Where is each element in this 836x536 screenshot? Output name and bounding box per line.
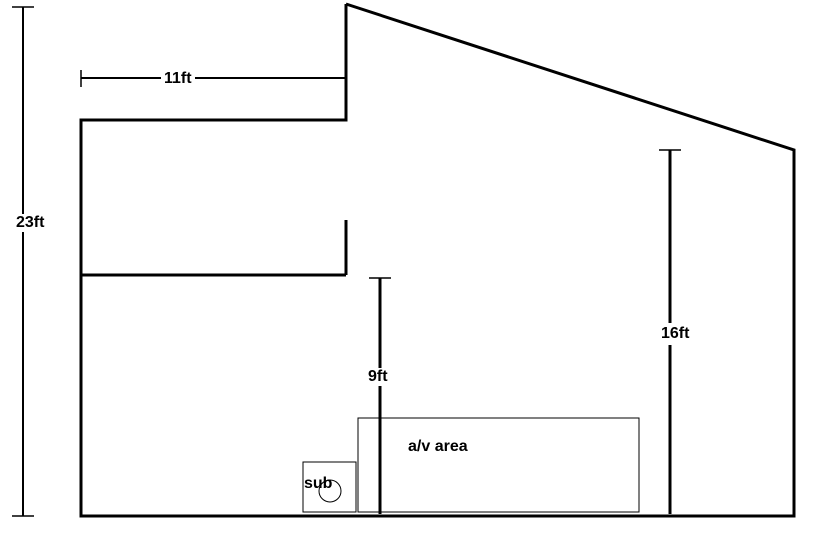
dimension-23ft [12,6,34,517]
av-area-box [357,417,640,513]
label-width-left: 11ft [161,70,195,88]
room-outline [79,2,796,518]
label-total-height: 23ft [16,214,45,232]
dimension-11ft [80,70,346,87]
subwoofer-circle [318,479,342,503]
sub-box [302,461,357,513]
label-low-ceiling: 9ft [366,368,390,386]
label-right-height: 16ft [660,323,691,345]
label-av-area: a/v area [408,438,468,455]
label-sub: sub [304,475,333,492]
dimension-9ft [369,277,391,514]
